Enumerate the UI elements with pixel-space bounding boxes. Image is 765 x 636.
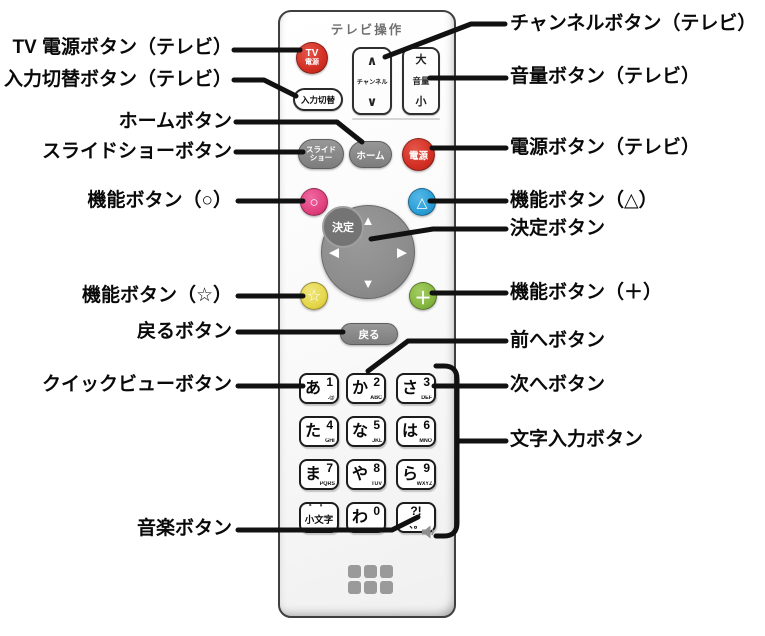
key-kana: な [352, 422, 369, 440]
slideshow-button[interactable]: スライド ショー [298, 139, 344, 169]
key-a-1[interactable]: あ 1 .@ [299, 373, 339, 404]
channel-up-icon[interactable]: ∧ [366, 53, 378, 68]
key-label: 小文字 [304, 514, 334, 526]
key-kana: た [305, 422, 322, 440]
enter-button[interactable]: 決定 [322, 206, 364, 248]
circle-icon: ○ [309, 193, 319, 211]
callout-label-input-switch: 入力切替ボタン（テレビ） [3, 69, 232, 90]
callout-label-slideshow: スライドショーボタン [41, 141, 232, 162]
key-kana: わ [352, 508, 369, 526]
power-button[interactable]: 電源 [402, 138, 435, 171]
key-digit: 8 [373, 461, 380, 475]
key-kana: や [352, 465, 369, 483]
remote-body: テレビ操作 TV 電源 入力切替 ∧ チャンネル ∨ 大 音量 小 スライド シ… [278, 10, 456, 618]
key-digit: 1 [326, 375, 333, 389]
key-ra-9[interactable]: ら 9 WXYZ [396, 459, 436, 490]
key-digit: 0 [373, 504, 380, 518]
callout-label-next: 次へボタン [510, 374, 606, 395]
tv-power-line2: 電源 [305, 59, 319, 66]
callout-label-home: ホームボタン [118, 111, 232, 132]
key-sub: DEF [421, 395, 432, 401]
remote-section-title: テレビ操作 [330, 23, 404, 37]
slideshow-line1: スライド [306, 144, 336, 154]
key-kana: ら [402, 465, 419, 483]
directional-pad[interactable]: ▲ ▼ ◀ ▶ 決定 [321, 205, 415, 299]
callout-label-func-plus: 機能ボタン（＋） [510, 282, 663, 303]
key-digit: 3 [423, 375, 430, 389]
channel-rocker-label: チャンネル [356, 79, 388, 86]
callout-label-volume: 音量ボタン（テレビ） [510, 66, 701, 87]
tv-power-button[interactable]: TV 電源 [296, 42, 328, 74]
triangle-icon: △ [416, 193, 428, 210]
up-arrow-icon[interactable]: ▲ [361, 213, 375, 228]
right-arrow-icon[interactable]: ▶ [397, 244, 407, 260]
key-na-5[interactable]: な 5 JKL [346, 416, 386, 447]
key-small-char[interactable]: ゛゜ 小文字 [299, 502, 339, 533]
home-button[interactable]: ホーム [349, 141, 392, 168]
left-arrow-icon[interactable]: ◀ [329, 244, 339, 260]
speaker-grille [348, 565, 393, 594]
callout-label-func-triangle: 機能ボタン（△） [510, 190, 658, 211]
key-top-label: ?! [410, 504, 422, 518]
callout-label-func-circle: 機能ボタン（○） [87, 190, 232, 211]
callout-label-channel: チャンネルボタン（テレビ） [510, 13, 757, 34]
key-ka-2[interactable]: か 2 ABC [346, 373, 386, 404]
key-kana: あ [305, 379, 322, 397]
tv-power-line1: TV [305, 48, 319, 59]
callout-label-tv-power: TV 電源ボタン（テレビ） [12, 37, 232, 58]
callout-label-back: 戻るボタン [136, 321, 232, 342]
key-sub: .@ [328, 395, 335, 401]
key-digit: 6 [423, 418, 430, 432]
function-star-button[interactable]: ☆ [300, 282, 328, 310]
down-arrow-icon[interactable]: ▼ [361, 276, 375, 291]
callout-label-func-star: 機能ボタン（☆） [81, 285, 232, 306]
key-wa-0[interactable]: わ 0 ＿ [346, 502, 386, 533]
plus-icon: ＋ [414, 288, 432, 308]
function-triangle-button[interactable]: △ [408, 188, 436, 216]
key-sub: PQRS [319, 481, 335, 487]
volume-up-label[interactable]: 大 [415, 54, 427, 66]
key-kana: か [352, 379, 369, 397]
key-sub: MNO [419, 438, 432, 444]
callout-label-enter: 決定ボタン [510, 218, 606, 239]
callout-label-power: 電源ボタン（テレビ） [510, 137, 701, 158]
star-icon: ☆ [306, 288, 322, 305]
dakuten-marks: ゛゜ [309, 504, 331, 513]
key-ha-6[interactable]: は 6 MNO [396, 416, 436, 447]
key-sub: ＿ [376, 524, 382, 530]
channel-rocker[interactable]: ∧ チャンネル ∨ [352, 47, 392, 115]
function-circle-button[interactable]: ○ [300, 188, 328, 216]
callout-label-previous: 前へボタン [510, 330, 606, 351]
input-switch-button[interactable]: 入力切替 [293, 88, 343, 111]
key-digit: 9 [423, 461, 430, 475]
volume-rocker[interactable]: 大 音量 小 [402, 47, 440, 115]
key-sa-3[interactable]: さ 3 DEF [396, 373, 436, 404]
key-ya-8[interactable]: や 8 TUV [346, 459, 386, 490]
speaker-icon [422, 525, 434, 539]
key-digit: 2 [373, 375, 380, 389]
volume-down-label[interactable]: 小 [415, 96, 427, 108]
key-digit: 5 [373, 418, 380, 432]
function-plus-button[interactable]: ＋ [409, 282, 437, 310]
slideshow-line2: ショー [309, 153, 333, 162]
key-sub: ABC [370, 395, 382, 401]
callout-label-music: 音楽ボタン [136, 518, 232, 539]
key-ta-4[interactable]: た 4 GHI [299, 416, 339, 447]
key-sub: TUV [371, 481, 382, 487]
key-kana: は [402, 422, 419, 440]
callout-label-char-input: 文字入力ボタン [510, 429, 644, 450]
key-kana: ま [305, 465, 322, 483]
channel-down-icon[interactable]: ∨ [366, 94, 378, 109]
volume-rocker-label: 音量 [412, 76, 430, 86]
key-kana: さ [402, 379, 419, 397]
key-digit: 7 [326, 461, 333, 475]
key-sub: JKL [371, 438, 382, 444]
key-ma-7[interactable]: ま 7 PQRS [299, 459, 339, 490]
key-sub: GHI [325, 438, 335, 444]
key-sub: WXYZ [416, 481, 432, 487]
callout-label-quick-view: クイックビューボタン [41, 374, 232, 395]
back-button[interactable]: 戻る [340, 323, 398, 345]
key-digit: 4 [326, 418, 333, 432]
section-divider [352, 118, 440, 120]
